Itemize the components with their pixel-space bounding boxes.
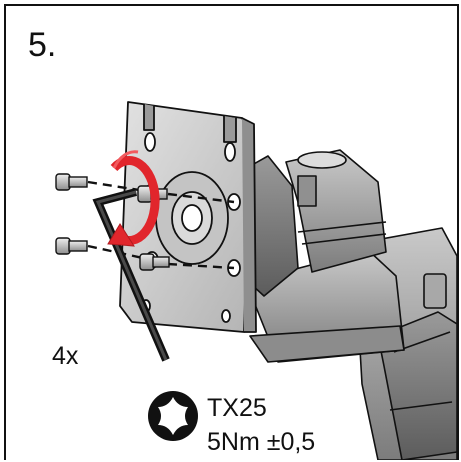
hex-key [92,188,170,362]
screw-lower-inserted [139,253,170,271]
instruction-panel: 5. 4x TX25 5Nm ±0,5 [4,4,459,460]
screw-upper-left [55,173,88,191]
assembly-illustration [55,101,457,460]
torx-bit-icon [148,391,198,441]
screw-lower-left [55,237,88,255]
torque-spec-label: 5Nm ±0,5 [207,428,316,456]
step-number: 5. [28,26,57,64]
rotation-arrow-icon [107,150,160,247]
quantity-label: 4x [52,342,79,370]
bit-size-label: TX25 [207,394,267,422]
